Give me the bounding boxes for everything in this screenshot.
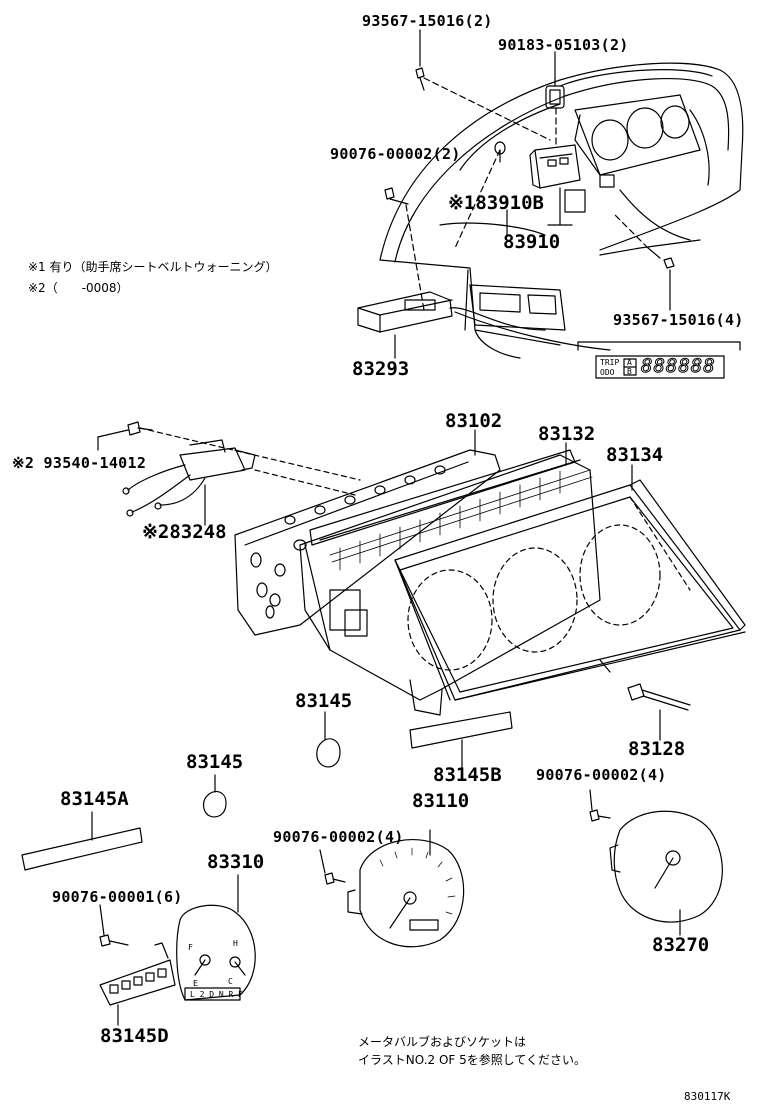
label-83270: 83270 <box>652 934 710 956</box>
case-83132 <box>299 449 601 716</box>
dashed-leaders-top <box>405 77 649 311</box>
label-90076-00002-top: 90076-00002(2) <box>330 145 461 163</box>
label-93540-14012: ※2 93540-14012 <box>12 454 147 472</box>
label-83110: 83110 <box>412 790 470 812</box>
speedometer-83110 <box>347 829 465 948</box>
leader-lines-top <box>394 29 671 359</box>
board-83102 <box>234 449 501 636</box>
cluster-in-dash <box>574 94 701 188</box>
gauge-h: H <box>233 939 238 948</box>
module-83293 <box>357 291 546 333</box>
harness-83248 <box>122 439 256 517</box>
label-83145b: 83145B <box>433 764 502 786</box>
display-a: A <box>627 358 632 367</box>
label-83145-a: 83145 <box>295 690 353 712</box>
label-83910: 83910 <box>503 231 561 253</box>
odometer-display-box <box>577 341 741 379</box>
dashboard-panel <box>379 62 744 359</box>
screw-90076-left <box>99 934 111 947</box>
plate-83145b <box>409 711 513 749</box>
note-1: ※1 有り（助手席シートベルトウォーニング） <box>28 260 278 274</box>
label-83145d: 83145D <box>100 1025 169 1047</box>
footer-note-line2: イラストNO.2 OF 5を参照してください。 <box>358 1053 587 1067</box>
combo-gauge-83310 <box>176 874 256 1001</box>
label-83134: 83134 <box>606 444 664 466</box>
plate-83145a <box>21 827 143 871</box>
label-83293: 83293 <box>352 358 410 380</box>
leaders-middle <box>204 429 633 526</box>
label-90076-00002-mid: 90076-00002(4) <box>273 828 404 846</box>
gauge-shift-markings: L 2 D N R P <box>190 990 243 999</box>
switch-83910 <box>529 144 586 226</box>
screw-90076-mid <box>324 872 335 885</box>
label-90076-00002-right: 90076-00002(4) <box>536 766 667 784</box>
knob-83128 <box>627 683 691 741</box>
label-83145-b: 83145 <box>186 751 244 773</box>
display-odo: ODO <box>600 368 615 377</box>
label-83910b: ※183910B <box>448 192 544 214</box>
label-83248: ※283248 <box>142 521 227 543</box>
gauge-f: F <box>188 943 193 952</box>
gauge-e: E <box>193 979 198 988</box>
display-digits: 888888 <box>641 355 716 378</box>
figure-reference: 830117K <box>684 1090 731 1103</box>
label-83132: 83132 <box>538 423 596 445</box>
bulb-83145-b <box>202 790 227 818</box>
label-90183-05103: 90183-05103(2) <box>498 36 629 54</box>
display-trip: TRIP <box>600 358 620 367</box>
strip-83145d <box>99 942 176 1026</box>
footer-note-line1: メータバルブおよびソケットは <box>358 1035 527 1049</box>
label-93567-15016-top: 93567-15016(2) <box>362 12 493 30</box>
label-83102: 83102 <box>445 410 503 432</box>
display-b: B <box>627 367 632 376</box>
lens-83134 <box>394 479 746 701</box>
gauge-c: C <box>228 977 233 986</box>
tachometer-83270 <box>589 789 723 936</box>
label-93567-15016-right: 93567-15016(4) <box>613 311 744 329</box>
note-2: ※2（ -0008） <box>28 281 129 295</box>
hardware-top <box>384 67 675 269</box>
label-83128: 83128 <box>628 738 686 760</box>
label-83310: 83310 <box>207 851 265 873</box>
label-90076-00001: 90076-00001(6) <box>52 888 183 906</box>
bulb-83145-a <box>316 738 341 768</box>
screw-93540 <box>97 421 153 451</box>
label-83145a: 83145A <box>60 788 129 810</box>
